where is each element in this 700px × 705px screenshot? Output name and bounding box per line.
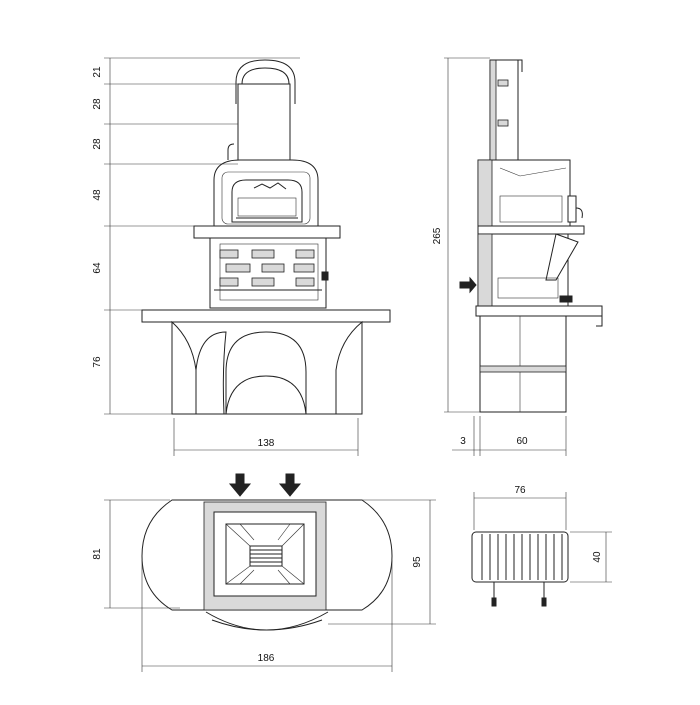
base-left-leg xyxy=(171,320,227,415)
side-height-dimension: 265 xyxy=(432,57,490,413)
firebox-bricks xyxy=(219,249,315,287)
grill-legs xyxy=(493,582,545,604)
grill-width-dimension: 76 xyxy=(473,485,567,530)
side-counter-lip xyxy=(596,316,603,327)
side-oven-door xyxy=(567,195,577,223)
side-base-band xyxy=(479,365,567,373)
front-height-dimensions: 21 28 28 48 64 76 xyxy=(92,57,300,415)
grill-leg-foot-right xyxy=(541,597,547,607)
chimney-flue xyxy=(237,83,291,165)
side-depth-label: 60 xyxy=(516,436,528,447)
side-offset-label: 3 xyxy=(460,436,466,447)
plan-depth-inner-label: 81 xyxy=(92,548,103,560)
base-center-arch xyxy=(225,331,307,414)
firebox-opening xyxy=(219,243,319,301)
plan-grate-bars xyxy=(249,545,283,567)
plan-front-curve xyxy=(205,611,329,631)
mid-shelf xyxy=(193,225,341,239)
grill-height-dimension: 40 xyxy=(570,531,612,583)
plan-width-dimension: 186 xyxy=(141,560,393,672)
flame-icon xyxy=(253,182,287,190)
side-chimney-cap xyxy=(490,59,523,72)
side-counter xyxy=(475,305,603,317)
base-right-leg xyxy=(335,320,363,415)
counter-top xyxy=(141,309,391,323)
firebox xyxy=(209,237,327,309)
front-width-dimension: 138 xyxy=(173,418,359,456)
side-view: 265 3 60 xyxy=(432,57,603,456)
side-hood xyxy=(545,233,579,281)
side-oven-vault xyxy=(499,167,567,177)
side-base xyxy=(479,315,567,413)
side-handle xyxy=(321,271,329,281)
plan-arrow-right xyxy=(278,473,302,497)
side-total-height-label: 265 xyxy=(432,227,443,244)
height-dim-5: 64 xyxy=(92,262,103,274)
plan-grate-rays xyxy=(225,523,305,585)
plan-arrow-left xyxy=(228,473,252,497)
grill-grate-frame xyxy=(471,531,569,583)
side-chimney-wall xyxy=(489,59,497,165)
plan-width-label: 186 xyxy=(258,653,275,664)
height-dim-3: 28 xyxy=(92,138,103,150)
plan-firebox xyxy=(213,511,317,597)
front-view: 21 28 28 48 64 76 138 xyxy=(92,57,391,456)
grill-grate-bars xyxy=(481,534,563,580)
plan-front-curve-inner xyxy=(211,619,323,631)
base-lower-arch xyxy=(225,375,307,415)
oven-frame xyxy=(221,171,311,225)
height-dim-4: 48 xyxy=(92,189,103,201)
oven-door-window xyxy=(237,197,297,217)
thermometer-hook xyxy=(227,143,235,160)
grill-leg-foot-left xyxy=(491,597,497,607)
air-inlet-arrow xyxy=(459,276,477,294)
side-depth-dimensions: 3 60 xyxy=(452,416,567,456)
chimney-cap-inner xyxy=(241,67,290,104)
height-dim-2: 28 xyxy=(92,98,103,110)
height-dim-1: 21 xyxy=(92,66,103,78)
side-oven-handle xyxy=(575,207,583,219)
side-oven-back-wall xyxy=(477,159,493,233)
front-width-label: 138 xyxy=(258,438,275,449)
side-grate xyxy=(497,277,559,299)
chimney-cap xyxy=(235,59,296,104)
plan-depth-outer-label: 95 xyxy=(412,556,423,568)
oven-door xyxy=(231,179,303,223)
side-oven-chamber xyxy=(499,195,563,223)
side-mid-shelf xyxy=(477,225,585,235)
grill-view: 76 40 xyxy=(471,485,612,607)
plan-depth-outer-dimension: 95 xyxy=(328,499,436,625)
grill-height-label: 40 xyxy=(592,551,603,563)
side-firebox-back-wall xyxy=(477,233,493,307)
side-ash-tray xyxy=(559,295,573,303)
height-dim-6: 76 xyxy=(92,356,103,368)
grill-width-label: 76 xyxy=(514,485,526,496)
plan-view: 81 95 186 xyxy=(92,473,436,672)
